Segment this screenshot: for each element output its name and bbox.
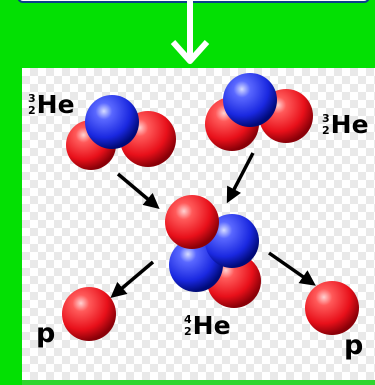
he3-left-nucleus (66, 95, 176, 170)
mass-number: 4 (184, 312, 192, 326)
element-symbol: He (36, 90, 75, 119)
neutron-sphere (85, 95, 139, 149)
atomic-number: 2 (322, 123, 330, 137)
atomic-number: 2 (184, 324, 192, 338)
mass-number: 3 (322, 111, 330, 125)
reaction-arrow (116, 172, 160, 210)
proton-left-label: p (36, 318, 56, 349)
he4-nucleus (165, 195, 261, 308)
element-symbol: He (330, 110, 369, 139)
emitted-proton-right (305, 281, 359, 335)
mass-number: 3 (28, 91, 36, 105)
emitted-proton-left (62, 287, 116, 341)
proton-sphere (165, 195, 219, 249)
element-symbol: He (192, 311, 231, 340)
reaction-arrow (110, 260, 155, 299)
proton-right-label: p (344, 330, 364, 361)
down-arrow-icon (170, 0, 210, 64)
reaction-arrow (267, 251, 316, 286)
neutron-sphere (223, 73, 277, 127)
panel-bottom-edge (22, 380, 375, 385)
he3-right-nucleus (205, 73, 313, 151)
reaction-arrow (226, 152, 255, 204)
neutron-sphere (205, 214, 259, 268)
atomic-number: 2 (28, 103, 36, 117)
